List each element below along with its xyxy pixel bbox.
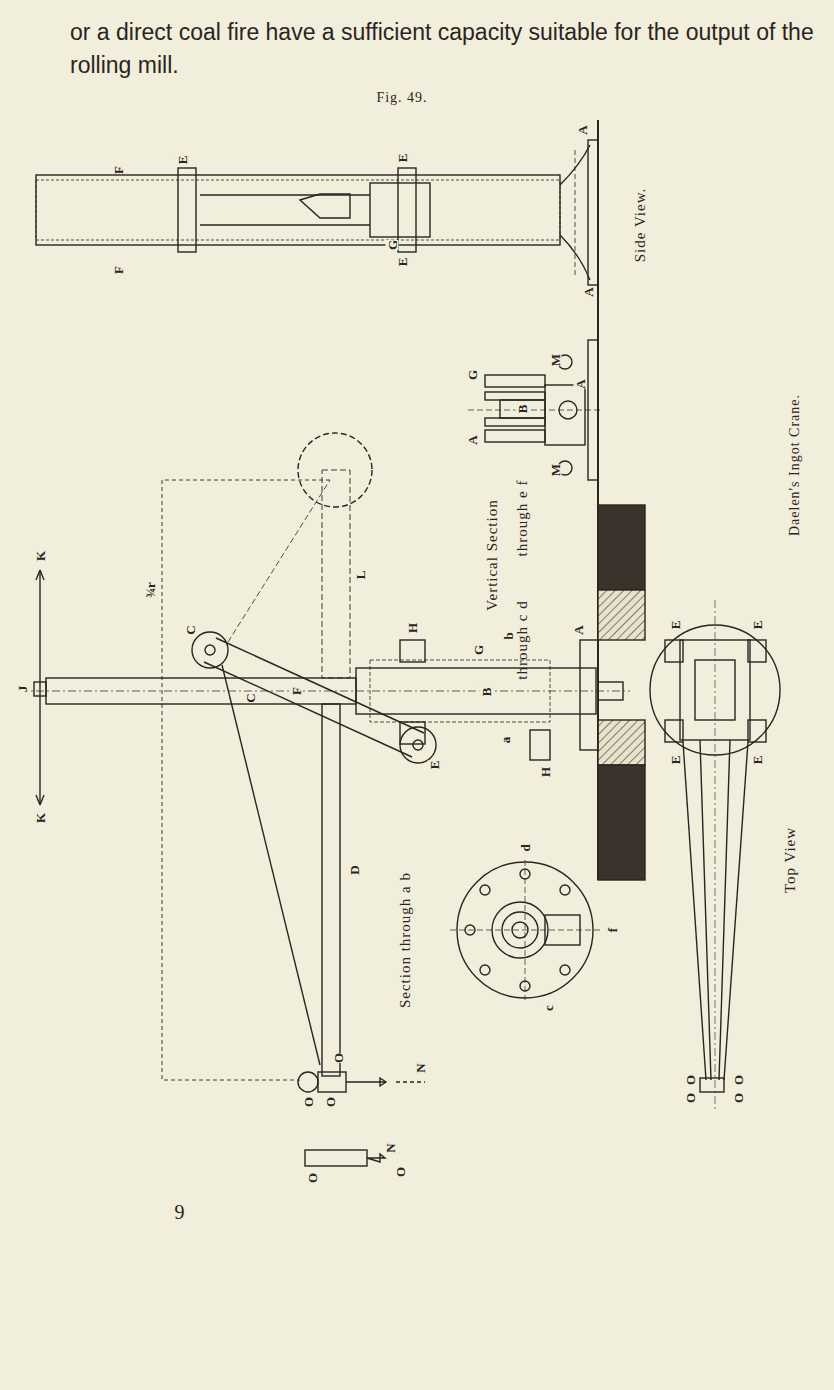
- part-letter: O: [684, 1075, 697, 1085]
- part-letter: F: [290, 687, 303, 695]
- part-letter: F: [112, 166, 125, 174]
- part-letter: G: [386, 240, 399, 250]
- part-letter: O: [732, 1075, 745, 1085]
- body-text: or a direct coal fire have a sufficient …: [70, 16, 830, 82]
- view-title: through c d: [515, 600, 530, 679]
- part-letter: B: [516, 405, 529, 414]
- figure-caption: Daelen's Ingot Crane.: [788, 394, 802, 536]
- part-letter: A: [576, 125, 589, 134]
- part-letter: O: [394, 1167, 407, 1177]
- part-letter: F: [112, 266, 125, 274]
- part-letter: L: [354, 571, 367, 580]
- part-letter: E: [751, 621, 764, 630]
- dimension: ¾r: [144, 582, 157, 598]
- part-letter: E: [669, 621, 682, 630]
- part-letter: E: [396, 258, 409, 267]
- part-letter: E: [751, 756, 764, 765]
- part-letter: M: [549, 464, 562, 476]
- part-letter: f: [606, 928, 619, 932]
- part-letter: N: [384, 1143, 397, 1152]
- view-title: Top View: [783, 827, 798, 893]
- part-letter: E: [428, 761, 441, 770]
- part-letter: a: [499, 737, 512, 744]
- view-title: Vertical Section: [485, 499, 500, 610]
- part-letter: B: [480, 688, 493, 697]
- part-letter: O: [324, 1097, 337, 1107]
- part-letter: D: [348, 865, 361, 874]
- part-letter: K: [34, 813, 47, 823]
- page-number: 9: [175, 1202, 186, 1222]
- part-letter: O: [684, 1093, 697, 1103]
- part-letter: O: [732, 1093, 745, 1103]
- part-letter: G: [466, 370, 479, 380]
- part-letter: A: [574, 379, 587, 388]
- part-letter: H: [406, 623, 419, 633]
- part-letter: E: [396, 154, 409, 163]
- part-letter: A: [466, 435, 479, 444]
- part-letter: N: [414, 1063, 427, 1072]
- view-title: Section through a b: [398, 872, 413, 1008]
- part-letter: b: [502, 632, 515, 639]
- part-letter: c: [542, 1005, 555, 1011]
- part-letter: O: [332, 1053, 345, 1063]
- part-letter: K: [34, 551, 47, 561]
- part-letter: M: [549, 354, 562, 366]
- part-letter: A: [582, 287, 595, 296]
- view-title: through e f: [515, 480, 530, 557]
- part-letter: O: [306, 1173, 319, 1183]
- view-title: Side View.: [633, 188, 648, 263]
- part-letter: d: [519, 844, 532, 851]
- part-letter: J: [16, 686, 29, 693]
- part-letter: C: [244, 693, 257, 702]
- part-letter: H: [539, 767, 552, 777]
- part-letter: A: [572, 625, 585, 634]
- part-letter: O: [302, 1097, 315, 1107]
- part-letter: C: [184, 625, 197, 634]
- figure-title: Fig. 49.: [376, 91, 427, 105]
- part-letter: E: [176, 156, 189, 165]
- part-letter: E: [669, 756, 682, 765]
- part-letter: G: [472, 645, 485, 655]
